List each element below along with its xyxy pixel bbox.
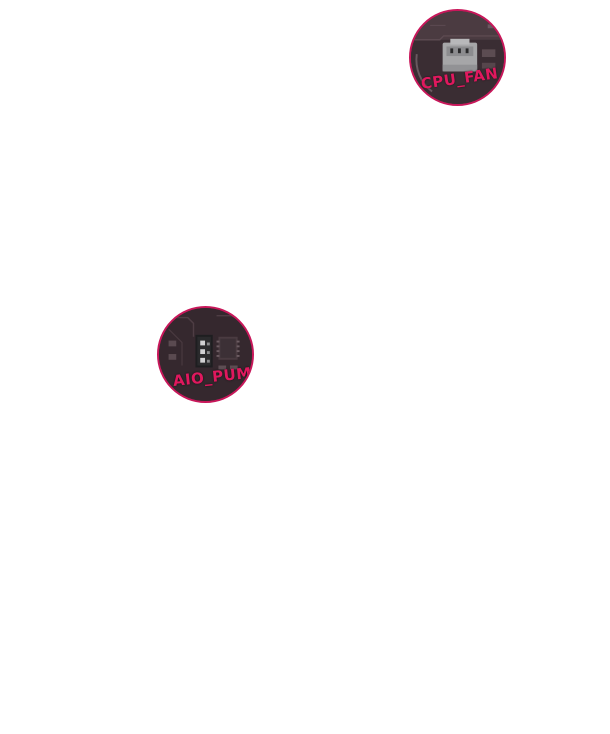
aio-pump-header-icon [159,308,252,401]
cpu-fan-header-icon [411,11,504,104]
aio-pump-callout: AIO_PUMP [157,306,254,403]
cpu-fan-callout: CPU_FAN [409,9,506,106]
